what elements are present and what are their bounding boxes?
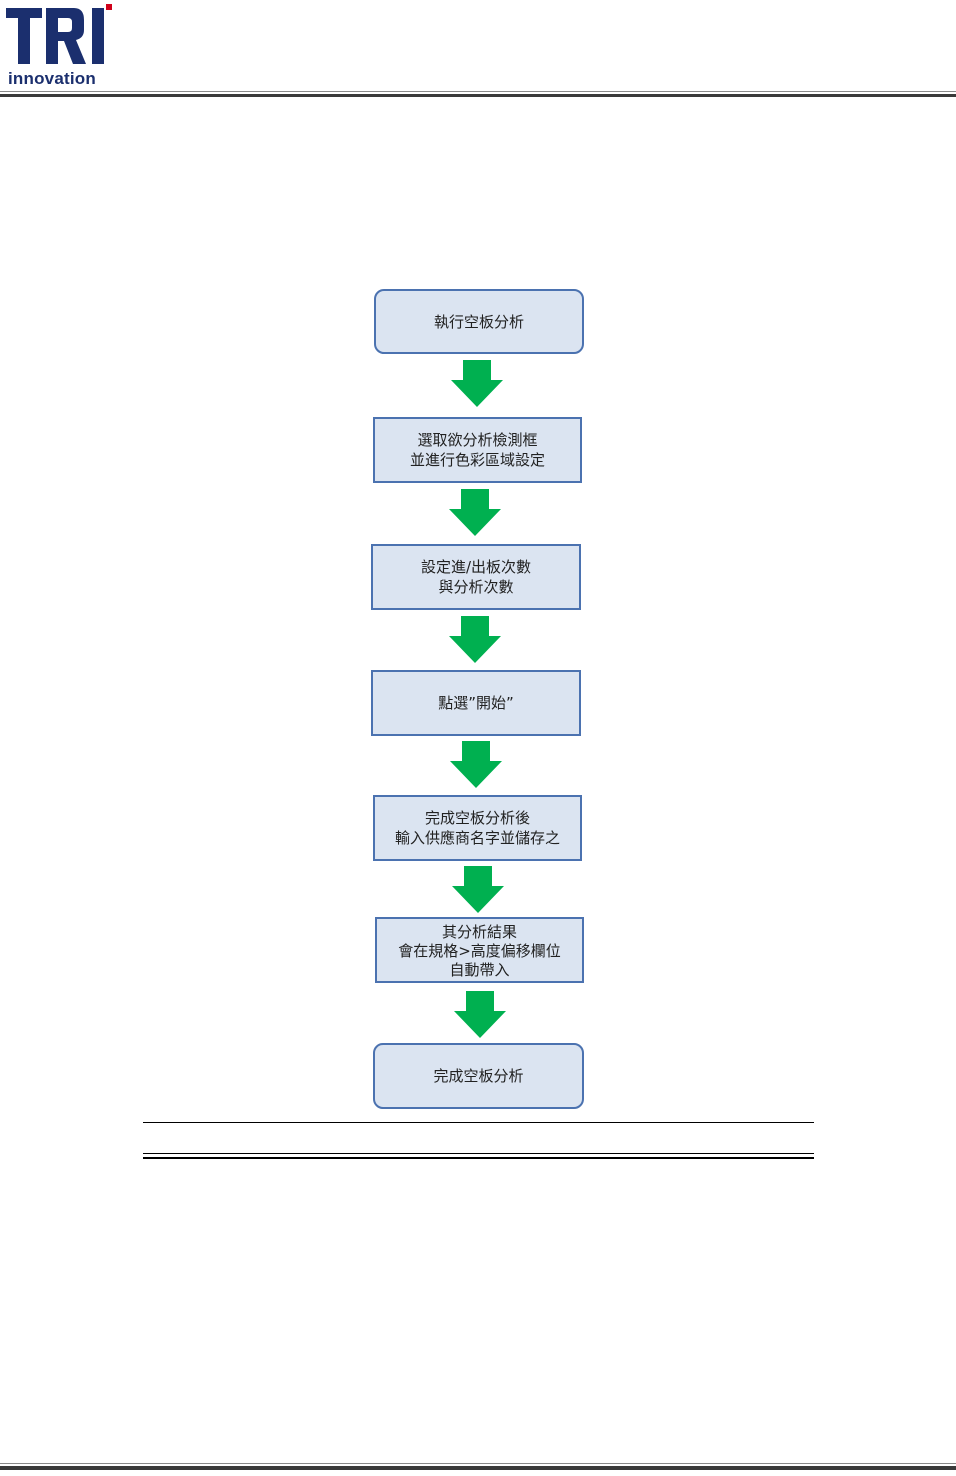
down-arrow-icon — [449, 360, 505, 408]
flow-step-text: 完成空板分析 — [433, 1066, 523, 1086]
down-arrow-icon — [447, 489, 503, 537]
flow-step-text: 其分析結果 — [442, 923, 517, 942]
flow-step-text: 與分析次數 — [438, 577, 513, 597]
section-rule-thick — [143, 1157, 814, 1159]
logo-wordmark: innovation — [8, 69, 96, 89]
flow-step-start: 執行空板分析 — [374, 289, 584, 354]
flow-step-save-supplier: 完成空板分析後 輸入供應商名字並儲存之 — [373, 795, 582, 861]
flow-step-text: 選取欲分析檢測框 — [417, 430, 537, 450]
flow-step-text: 點選”開始” — [438, 693, 514, 713]
flow-step-text: 自動帶入 — [449, 961, 509, 980]
flow-step-text: 設定進/出板次數 — [421, 557, 531, 577]
footer-divider — [0, 1463, 956, 1464]
header-divider-thick — [0, 94, 956, 97]
footer-divider-thick — [0, 1466, 956, 1470]
header-divider — [0, 91, 956, 92]
flow-step-set-counts: 設定進/出板次數 與分析次數 — [371, 544, 581, 610]
flow-step-click-start: 點選”開始” — [371, 670, 581, 736]
section-rule — [143, 1122, 814, 1123]
flow-step-text: 輸入供應商名字並儲存之 — [395, 828, 560, 848]
down-arrow-icon — [452, 991, 508, 1039]
section-rule — [143, 1153, 814, 1154]
down-arrow-icon — [448, 741, 504, 789]
flow-step-select-region: 選取欲分析檢測框 並進行色彩區域設定 — [373, 417, 582, 483]
flow-step-text: 完成空板分析後 — [425, 808, 530, 828]
down-arrow-icon — [450, 866, 506, 914]
flow-step-text: 會在規格>高度偏移欄位 — [398, 942, 561, 961]
flow-step-result: 其分析結果 會在規格>高度偏移欄位 自動帶入 — [375, 917, 584, 983]
flow-step-text: 執行空板分析 — [434, 312, 524, 332]
down-arrow-icon — [447, 616, 503, 664]
flow-step-end: 完成空板分析 — [373, 1043, 584, 1109]
flow-step-text: 並進行色彩區域設定 — [410, 450, 545, 470]
